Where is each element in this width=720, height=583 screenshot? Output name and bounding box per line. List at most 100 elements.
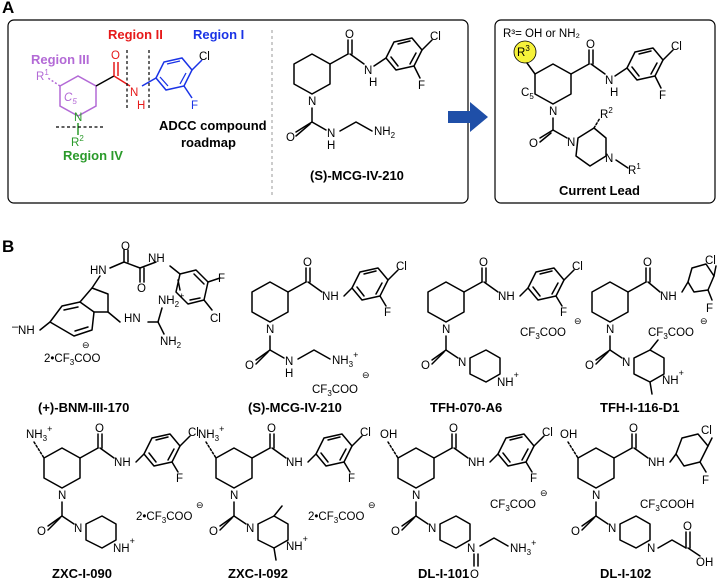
panel-label-a: A: [2, 0, 14, 17]
lead-highlight: [513, 40, 537, 64]
tfh116-tfa: CF3COO: [648, 327, 694, 341]
dl102-o: O: [629, 423, 638, 435]
dl102-o3: O: [683, 521, 692, 533]
tfh070-n-pip: N: [458, 357, 466, 369]
panel-a-mcg-structure: O N H Cl F N O N H NH2 (S)-MCG-IV-210: [286, 29, 441, 183]
mcg-a-nh2: NH2: [374, 126, 396, 140]
compound-label-zxc092: ZXC-I-092: [228, 566, 288, 581]
compound-tfh-070-a6: O NH Cl F N O N NH+ CF3COO ⊖ TFH-070-A6: [421, 257, 583, 415]
lead-n-pip: N: [567, 137, 575, 149]
bnm-nh2-amide: NH: [148, 253, 165, 265]
tfh116-n-pip: N: [622, 357, 630, 369]
bnm-nh2: NH2: [160, 336, 182, 350]
zxc090-n-ring: N: [58, 490, 66, 502]
compound-mcg-iv-210: O NH Cl F N O N H NH3+ CF3COO ⊖ (S)-MCG-…: [245, 257, 407, 415]
roadmap-o: O: [111, 50, 120, 62]
zxc090-cl: Cl: [188, 427, 199, 439]
region-ii-label: Region II: [108, 27, 163, 42]
zxc092-o: O: [267, 423, 276, 435]
zxc092-n-ring: N: [230, 490, 238, 502]
lead-note: R³= OH or NH₂: [503, 28, 580, 40]
mcg-a-o2: O: [286, 132, 295, 144]
roadmap-cl: Cl: [199, 51, 210, 63]
roadmap-c5: C5: [64, 92, 77, 106]
bnm-nh2-plus: NH2+: [158, 291, 184, 309]
roadmap-r1: R1: [36, 68, 49, 83]
roadmap-r2: R2: [71, 134, 84, 149]
bnm-guan-nh: HN: [124, 313, 141, 325]
compound-label-dl101: DL-I-101: [418, 566, 469, 581]
mcg-a-o: O: [345, 29, 354, 41]
mcg-a-label: (S)-MCG-IV-210: [310, 168, 404, 183]
tfh070-f: F: [560, 307, 567, 319]
bnm-minus: ⊖: [82, 340, 90, 350]
tfh116-n-ring: N: [606, 324, 614, 336]
panel-a-arrow: [448, 102, 488, 132]
roadmap-label-line1: ADCC compound: [159, 118, 267, 133]
bnm-o2: O: [137, 283, 146, 295]
mcg-a-n: N: [364, 65, 372, 77]
tfh070-nh: NH: [498, 291, 515, 303]
dl101-f: F: [530, 473, 537, 485]
region-iii-label: Region III: [31, 52, 90, 67]
mcg-b-n-ring: N: [266, 324, 274, 336]
zxc090-tfa: 2•CF3COO: [136, 511, 192, 525]
tfh116-o2: O: [585, 360, 594, 372]
lead-f: F: [659, 90, 666, 102]
dl101-o2: O: [391, 526, 400, 538]
compound-tfh-i-116-d1: O NH Cl F N O N NH+ CF3COO ⊖ TFH-I-116-D…: [585, 255, 717, 415]
zxc092-n-pip: N: [246, 523, 254, 535]
tfh070-cl: Cl: [572, 261, 583, 273]
dl101-nh3: NH3+: [510, 538, 536, 557]
mcg-b-cl: Cl: [396, 261, 407, 273]
tfh070-o2: O: [421, 360, 430, 372]
dl101-n-pip2: N: [467, 543, 475, 555]
dl101-o: O: [449, 423, 458, 435]
dl102-nh: NH: [648, 457, 665, 469]
mcg-b-nh3: NH3+: [332, 350, 358, 369]
lead-n-pip2: N: [605, 153, 613, 165]
tfh070-n-ring: N: [442, 324, 450, 336]
roadmap-h: H: [137, 100, 145, 112]
dl102-f: F: [702, 475, 709, 487]
zxc090-nh3: NH3+: [26, 424, 52, 443]
zxc092-nh: NH: [286, 457, 303, 469]
dl101-oh: OH: [380, 429, 397, 441]
mcg-b-minus: ⊖: [362, 370, 370, 380]
region-i-label: Region I: [193, 27, 244, 42]
mcg-b-o2: O: [245, 360, 254, 372]
compound-label-tfh116: TFH-I-116-D1: [600, 400, 679, 415]
compound-label-bnm: (+)-BNM-III-170: [38, 400, 129, 415]
zxc090-o: O: [95, 423, 104, 435]
compound-label-tfh070: TFH-070-A6: [430, 400, 502, 415]
mcg-b-n2-h: H: [285, 368, 293, 380]
zxc090-n-pip: N: [74, 523, 82, 535]
mcg-a-f: F: [418, 80, 425, 92]
mcg-b-tfa: CF3COO: [312, 384, 358, 398]
mcg-b-f: F: [384, 307, 391, 319]
lead-h: H: [610, 87, 618, 99]
lead-n-ring: N: [549, 106, 557, 118]
zxc090-nh-plus: NH+: [113, 536, 135, 555]
bnm-nh: NH: [18, 325, 35, 337]
dl102-cl: Cl: [701, 425, 712, 437]
lead-c5: C5: [521, 87, 534, 101]
dl101-tfa: CF3COO: [490, 499, 536, 513]
compound-bnm-iii-170: – NH HN O O NH Cl F HN NH2+ NH2 2•CF3COO…: [12, 241, 225, 415]
mcg-a-n-ring: N: [308, 96, 316, 108]
zxc090-minus: ⊖: [196, 500, 204, 510]
tfh116-f: F: [706, 303, 713, 315]
region-iv-label: Region IV: [63, 148, 123, 163]
mcg-a-nh: N: [327, 128, 335, 140]
lead-r3: R3: [517, 44, 530, 59]
dl102-tfa: CF3COOH: [640, 499, 694, 513]
dl101-cl: Cl: [542, 427, 553, 439]
roadmap-amide: O N H: [95, 50, 150, 112]
zxc090-f: F: [176, 473, 183, 485]
dl101-n-pip: N: [428, 523, 436, 535]
dl102-n-pip2: N: [647, 543, 655, 555]
tfh070-o: O: [479, 257, 488, 269]
tfh116-minus: ⊖: [700, 316, 708, 326]
compound-label-mcg: (S)-MCG-IV-210: [248, 400, 342, 415]
